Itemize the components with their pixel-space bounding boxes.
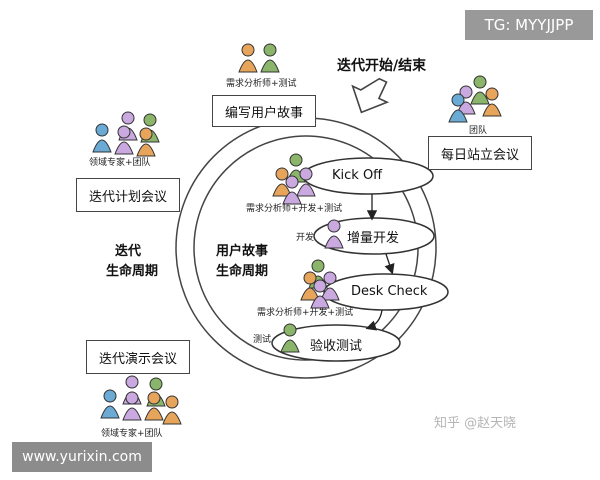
watermark-tag: TG: MYYJJPP	[465, 10, 593, 40]
iteration-lifecycle-label: 迭代 生命周期	[106, 242, 159, 282]
role-analyst-tester: 需求分析师+测试	[226, 79, 297, 89]
person-icon-7-5	[162, 395, 182, 425]
iteration-start-end-label: 迭代开始/结束	[337, 58, 427, 74]
person-icon-0-0	[238, 43, 258, 73]
step-desk-check: Desk Check	[351, 284, 428, 299]
flow-arrow-3	[365, 309, 383, 331]
person-icon-7-3	[122, 391, 142, 421]
person-icon-7-2	[100, 389, 120, 419]
story-lifecycle-line-1: 用户故事	[215, 244, 268, 259]
story-lifecycle-label: 用户故事 生命周期	[212, 242, 272, 282]
flow-arrow-2	[384, 253, 395, 275]
person-icon-5-1	[300, 271, 320, 301]
role-tester: 测试	[253, 335, 272, 345]
person-icon-1-2	[482, 87, 502, 117]
story-lifecycle-line-2: 生命周期	[215, 264, 268, 279]
step-acceptance-test: 验收测试	[310, 339, 363, 354]
write-user-story-box: 编写用户故事	[212, 95, 316, 127]
role-analyst-dev-test-2: 需求分析师+开发+测试	[257, 308, 354, 318]
person-icon-2-4	[136, 127, 156, 157]
role-team: 团队	[469, 126, 488, 136]
person-icon-3-2	[296, 167, 316, 197]
iteration-demo-box: 迭代演示会议	[86, 340, 190, 374]
role-domain-team-bottom: 领域专家+团队	[101, 429, 163, 439]
person-icon-5-3	[310, 279, 330, 309]
watermark-zhihu: 知乎 @赵天晓	[434, 416, 517, 431]
role-analyst-dev-test-1: 需求分析师+开发+测试	[246, 204, 343, 214]
person-icon-3-3	[282, 175, 302, 205]
daily-standup-box: 每日站立会议	[428, 136, 532, 170]
iteration-start-arrow	[351, 77, 390, 114]
watermark-url: www.yurixin.com	[12, 442, 152, 472]
step-incremental-dev: 增量开发	[347, 231, 400, 246]
person-icon-0-1	[260, 43, 280, 73]
person-icon-4-0	[324, 219, 344, 249]
role-domain-team-top: 领域专家+团队	[89, 158, 151, 168]
iteration-lifecycle-line-2: 生命周期	[106, 264, 159, 279]
iteration-lifecycle-line-1: 迭代	[114, 244, 141, 259]
person-icon-6-0	[280, 323, 300, 353]
person-icon-1-3	[448, 93, 468, 123]
person-icon-2-2	[92, 123, 112, 153]
acceptance-test-ellipse	[271, 324, 401, 362]
step-kickoff: Kick Off	[332, 168, 383, 183]
people-layer	[92, 43, 502, 425]
role-dev: 开发	[296, 233, 315, 243]
person-icon-2-3	[114, 125, 134, 155]
person-icon-7-4	[144, 391, 164, 421]
person-icon-5-2	[320, 271, 340, 301]
person-icon-1-0	[470, 75, 490, 105]
iteration-planning-box: 迭代计划会议	[76, 178, 180, 212]
